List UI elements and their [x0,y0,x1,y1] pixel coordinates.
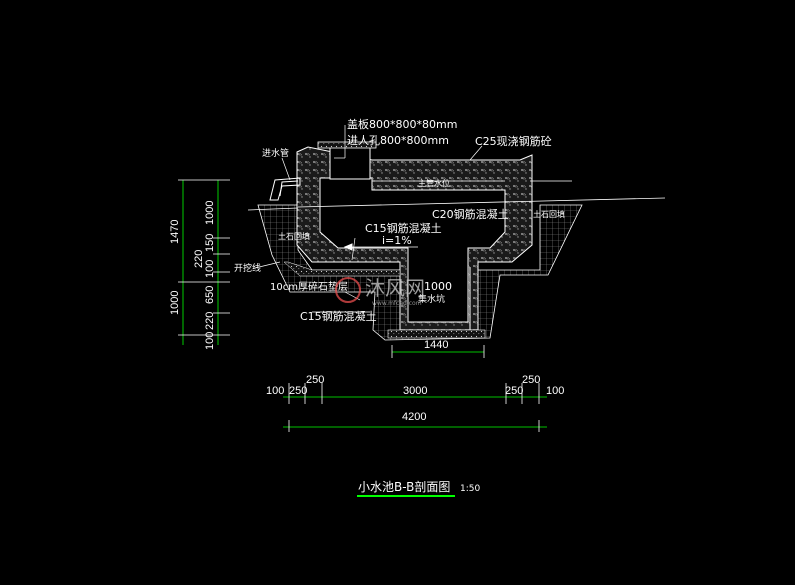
sump-width-dimension: 1440 [391,339,485,358]
cover-label: 盖板800*800*80mm [347,117,457,131]
dim-h-250-b: 250 [306,374,324,386]
soil-right-label: 土石回填 [533,209,565,219]
dim-v-650: 650 [204,286,216,304]
dim-h-250-d: 250 [522,374,540,386]
dim-h-250-a: 250 [289,385,307,397]
slope-arrow [343,243,418,251]
dim-v-100-left: 100 [204,332,216,350]
horizontal-dimension-labels: 100 250 250 3000 250 250 100 4200 [266,374,564,423]
c15-bottom-label: C15钢筋混凝土 [300,309,377,323]
top-bar-label: 主管水位 [418,178,450,188]
dim-h-100-left: 100 [266,385,284,397]
annotations: 盖板800*800*80mm 进人孔800*800mm C25现浇钢筋砼 进水管… [234,117,565,323]
inlet-label: 进水管 [262,147,289,159]
watermark: 沐风网 www.mfcad.com [335,276,425,307]
watermark-logo-icon [335,277,361,303]
dim-v-1000-left: 1000 [169,291,181,315]
inlet-pipe [269,177,301,201]
c15-top-label: C15钢筋混凝土 [365,221,442,235]
manhole-neck [329,146,371,180]
sump-base [387,329,486,339]
vertical-dimensions [178,179,230,345]
soil-left-label: 土石回填 [278,231,310,241]
dim-v-1470: 1470 [169,220,181,244]
dim-v-220-top: 220 [193,250,205,268]
title-scale: 1:50 [460,484,480,494]
vertical-dimension-labels: 1470 1000 100 1000 150 220 100 650 220 [169,201,216,350]
excavation-label: 开挖线 [234,262,261,274]
watermark-text: 沐风网 [365,276,425,300]
dim-h-100-right: 100 [546,385,564,397]
horizontal-dimensions [283,383,547,432]
dim-v-1000-right: 1000 [204,201,216,225]
c25-label: C25现浇钢筋砼 [475,134,552,148]
dim-v-100-mid: 100 [204,260,216,278]
slope-label: i=1% [382,234,412,247]
dim-v-220-bottom: 220 [204,312,216,330]
drawing-title: 小水池B-B剖面图 1:50 [357,480,480,497]
watermark-url: www.mfcad.com [372,300,422,307]
tank-concrete [283,141,533,339]
sump-label: 集水坑 [418,293,445,305]
dim-1440: 1440 [424,339,448,351]
gravel-label: 10cm厚碎石垫层 [270,280,348,293]
dim-h-250-c: 250 [505,385,523,397]
dim-h-3000: 3000 [403,385,427,397]
cover-slab [317,141,377,149]
value-1000-label: 1000 [424,280,452,293]
manhole-label: 进人孔800*800mm [347,134,449,147]
title-text: 小水池B-B剖面图 [358,480,450,494]
c20-label: C20钢筋混凝土 [432,207,509,221]
dim-v-150: 150 [204,234,216,252]
ground-lines [247,180,666,211]
dim-h-4200: 4200 [402,411,426,423]
